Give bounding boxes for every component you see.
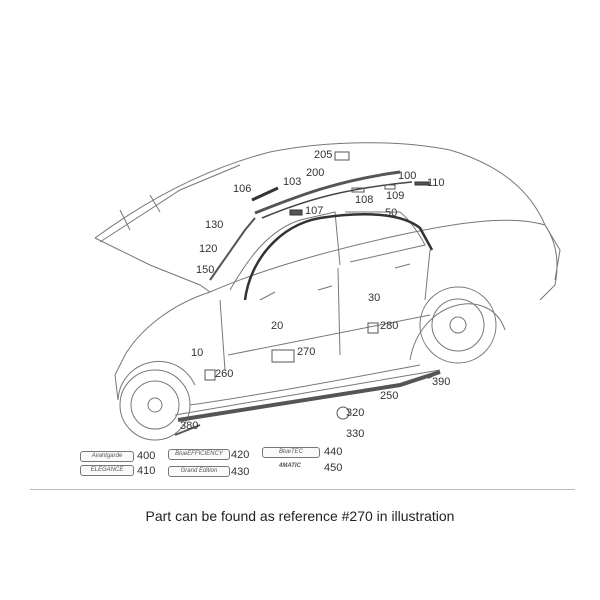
part-label-400: 400 (137, 450, 156, 462)
part-label-280: 280 (380, 320, 399, 332)
part-label-50: 50 (385, 207, 398, 219)
part-label-450: 450 (324, 462, 343, 474)
part-label-320: 320 (346, 407, 365, 419)
part-label-100: 100 (398, 170, 417, 182)
part-label-410: 410 (137, 465, 156, 477)
caption: Part can be found as reference #270 in i… (145, 508, 455, 524)
part-label-103: 103 (283, 176, 302, 188)
part-label-20: 20 (271, 320, 284, 332)
part-label-270: 270 (297, 346, 316, 358)
part-label-250: 250 (380, 390, 399, 402)
badge-4matic: 4MATIC (279, 463, 301, 469)
part-label-30: 30 (368, 292, 381, 304)
part-label-108: 108 (355, 194, 374, 206)
part-label-107: 107 (305, 205, 324, 217)
part-label-390: 390 (432, 376, 451, 388)
badge-grand-edition: Grand Edition (168, 466, 230, 477)
part-label-260: 260 (215, 368, 234, 380)
part-label-205: 205 (314, 149, 333, 161)
badge-avantgarde: Avantgarde (80, 451, 134, 462)
part-label-109: 109 (386, 190, 405, 202)
part-label-130: 130 (205, 219, 224, 231)
part-label-200: 200 (306, 167, 325, 179)
part-label-10: 10 (191, 347, 204, 359)
part-label-430: 430 (231, 466, 250, 478)
badge-elegance: ELEGANCE (80, 465, 134, 476)
badge-bluetec: BlueTEC (262, 447, 320, 458)
part-label-380: 380 (180, 420, 199, 432)
part-label-106: 106 (233, 183, 252, 195)
part-label-110: 110 (427, 177, 445, 189)
part-label-330: 330 (346, 428, 365, 440)
badge-blueefficiency: BlueEFFICIENCY (168, 449, 230, 460)
part-label-120: 120 (199, 243, 218, 255)
part-label-440: 440 (324, 446, 343, 458)
divider (30, 489, 575, 490)
part-label-420: 420 (231, 449, 250, 461)
part-label-150: 150 (196, 264, 215, 276)
